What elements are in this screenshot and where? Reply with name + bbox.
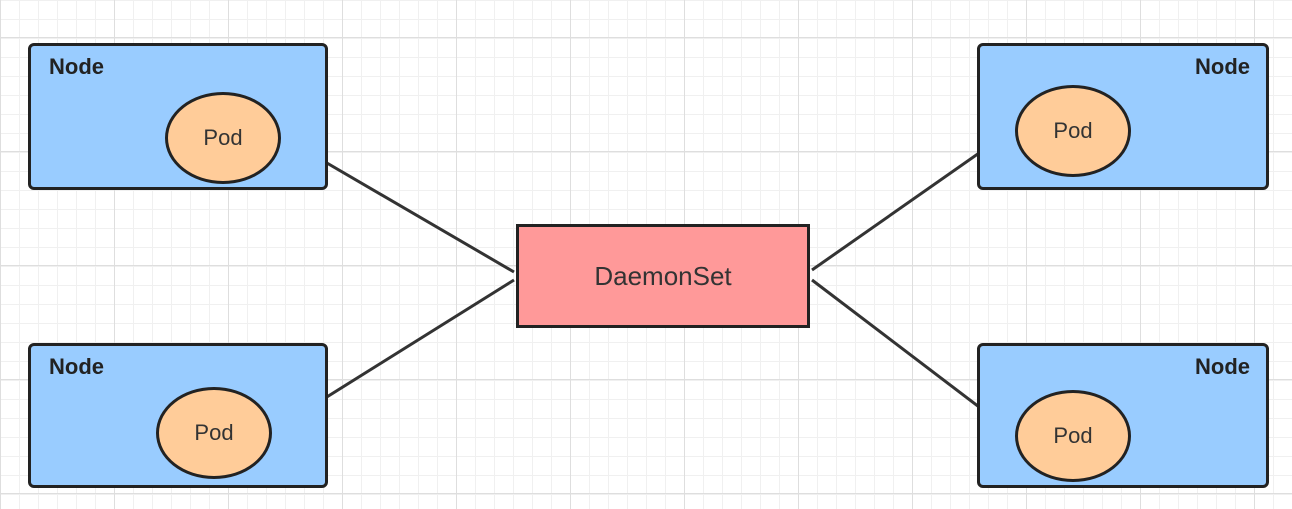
node-label: Node bbox=[49, 354, 104, 379]
node-bottom-left[interactable]: Node Pod bbox=[28, 343, 328, 488]
pod-top-right[interactable]: Pod bbox=[1015, 85, 1131, 177]
node-label: Node bbox=[1195, 54, 1250, 79]
daemonset-box[interactable]: DaemonSet bbox=[516, 224, 810, 328]
pod-bottom-left[interactable]: Pod bbox=[156, 387, 272, 479]
node-top-right[interactable]: Node Pod bbox=[977, 43, 1269, 190]
node-bottom-right[interactable]: Node Pod bbox=[977, 343, 1269, 488]
node-top-left[interactable]: Node Pod bbox=[28, 43, 328, 190]
node-label: Node bbox=[49, 54, 104, 79]
pod-top-left[interactable]: Pod bbox=[165, 92, 281, 184]
pod-bottom-right[interactable]: Pod bbox=[1015, 390, 1131, 482]
node-label: Node bbox=[1195, 354, 1250, 379]
